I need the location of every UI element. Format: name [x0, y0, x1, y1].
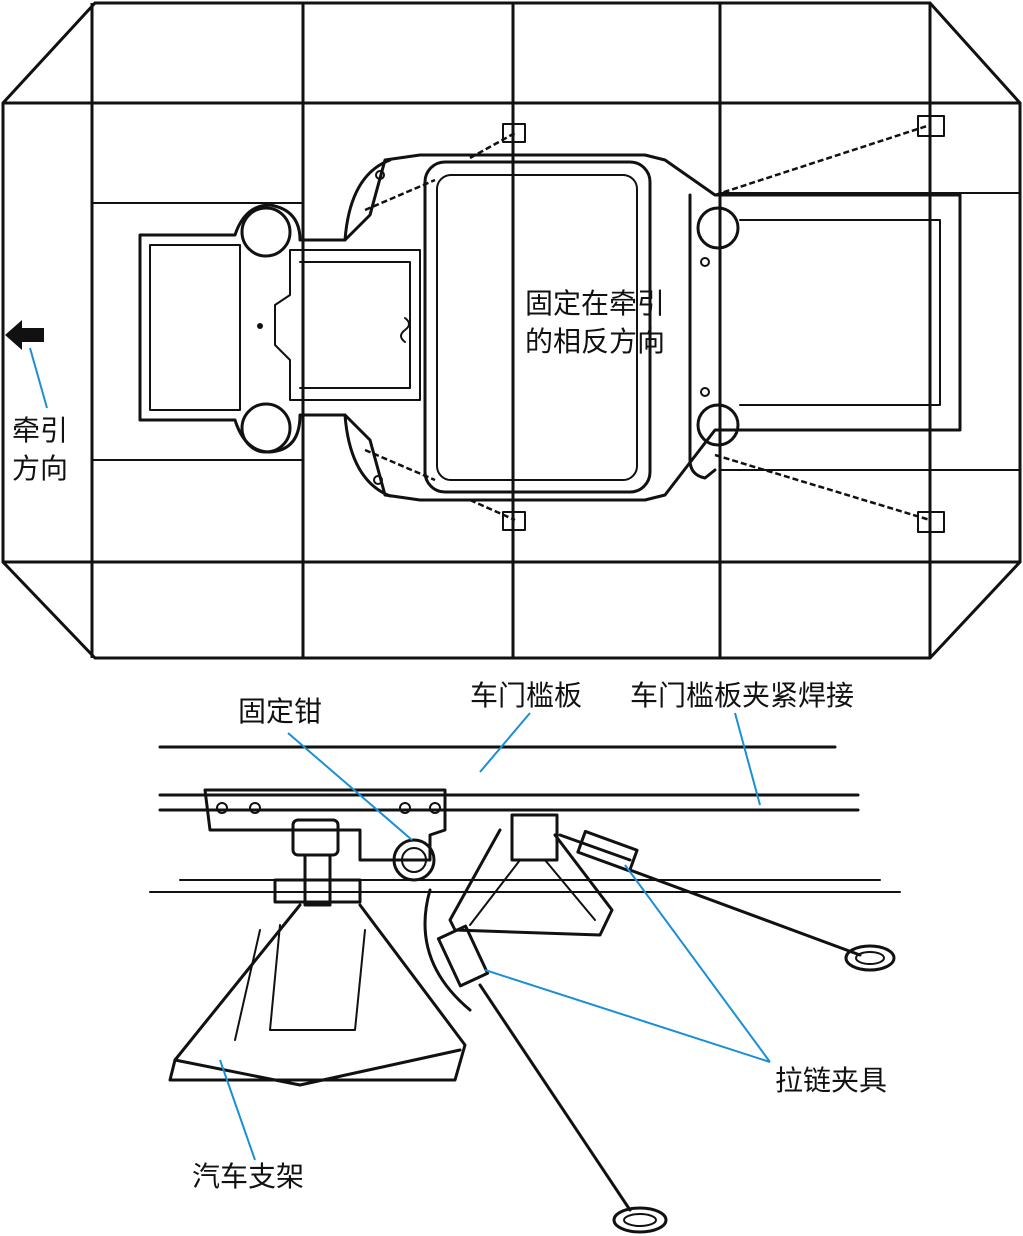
label-sill: 车门槛板	[470, 679, 583, 712]
label-fix-opposite-line1: 固定在牵引	[525, 287, 666, 320]
leader-lines	[219, 712, 771, 1161]
label-pull-direction-line1: 牵引	[12, 414, 69, 447]
clamp-top-3	[917, 115, 945, 137]
label-sill-weld: 车门槛板夹紧焊接	[630, 679, 855, 712]
top-view-frame	[1, 1, 1022, 660]
clamp-top-4	[917, 511, 945, 533]
side-view	[149, 745, 901, 1234]
label-chain-clamp: 拉链夹具	[775, 1064, 888, 1097]
label-fix-opposite-line2: 的相反方向	[525, 325, 666, 358]
label-stand: 汽车支架	[192, 1160, 305, 1193]
pull-arrow-icon	[5, 320, 48, 409]
chains-top	[364, 115, 945, 533]
vehicle-frame-top	[138, 153, 962, 502]
label-pull-direction-line2: 方向	[12, 452, 69, 485]
clamp-top-1	[502, 123, 526, 143]
label-clamp: 固定钳	[238, 695, 323, 728]
clamp-top-2	[502, 511, 526, 531]
